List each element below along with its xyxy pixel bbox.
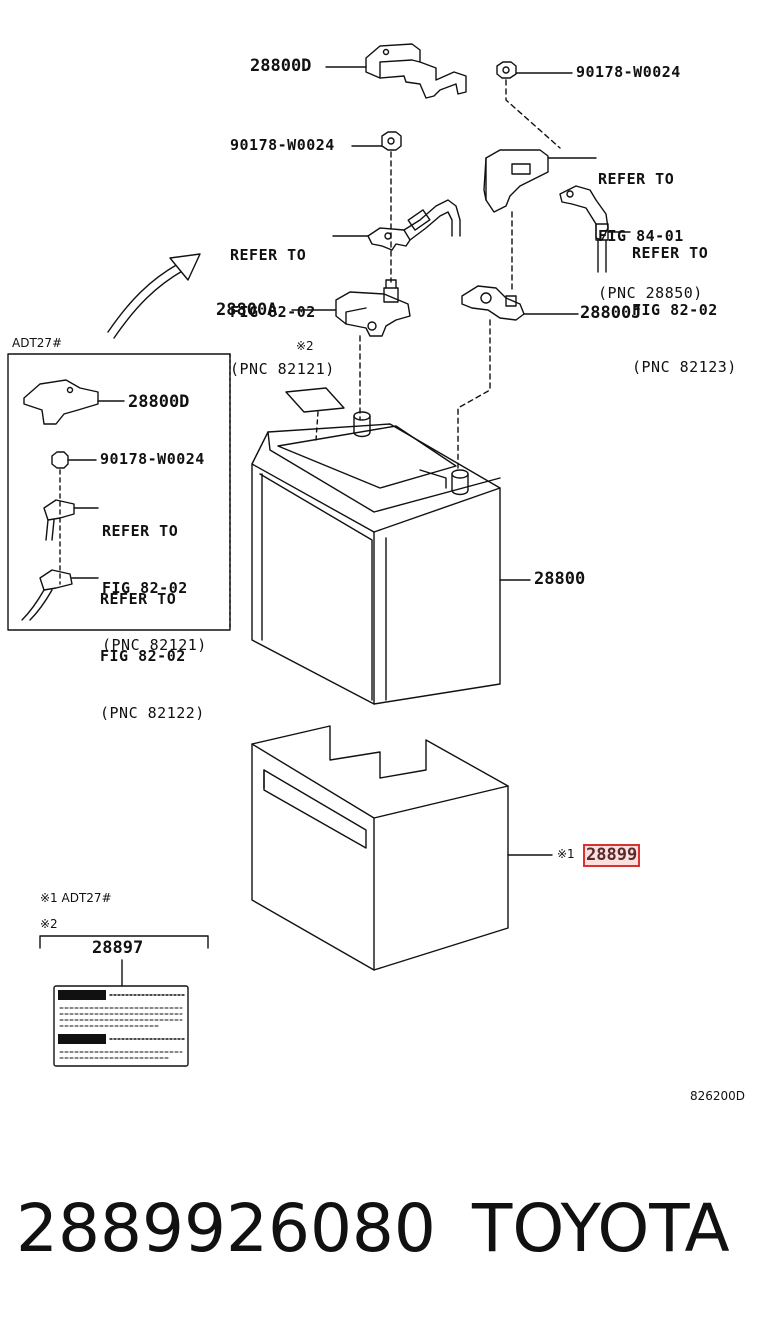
refer-line: (PNC 82123) [632,358,737,376]
caution-label-28897-icon [39,935,209,1067]
note-mark-2: ※2 [296,339,314,353]
inset-part-label-28800d[interactable]: 28800D [128,392,190,412]
battery-terminal-negative-icon [451,469,469,496]
refer-line: (PNC 82121) [102,636,207,654]
nut-right-icon [496,61,517,79]
part-label-nut-left[interactable]: 90178-W0024 [230,136,335,154]
note-mark-1: ※1 [557,847,575,861]
refer-fig-84-01[interactable]: REFER TO FIG 84-01 (PNC 28850) [598,132,703,322]
battery-28800-icon [251,411,501,705]
part-label-28800a[interactable]: 28800A [216,300,278,320]
refer-line: REFER TO [632,244,709,262]
battery-terminal-positive-icon [353,411,371,438]
nut-left-icon [381,131,402,151]
legend-note-1: ※1 ADT27# [40,891,112,905]
refer-line: (PNC 82121) [230,360,335,378]
inset-refer-82121[interactable]: REFER TO FIG 82-02 (PNC 82121) [102,484,207,674]
bracket-28850-icon [483,149,549,213]
refer-line: FIG 82-02 [102,579,188,597]
part-label-28800j[interactable]: 28800J [580,303,642,323]
inset-terminal-b-icon [21,569,73,621]
inset-terminal-a-icon [43,499,75,541]
part-label-28800[interactable]: 28800 [534,569,586,589]
refer-line: FIG 82-02 [100,647,186,665]
refer-line: (PNC 82122) [100,704,205,722]
refer-line: FIG 82-02 [230,303,316,321]
part-label-28899-highlighted[interactable]: 28899 [582,844,641,867]
footer-brand: TOYOTA [472,1190,730,1267]
inset-nut-icon [51,451,69,469]
terminal-82121-icon [367,199,461,251]
part-label-nut-right[interactable]: 90178-W0024 [576,63,681,81]
inset-tag: ADT27# [12,336,63,350]
inset-box-adt27 [7,353,231,631]
clamp-28800d-icon [365,43,467,99]
terminal-28800j-icon [461,285,525,321]
refer-line: REFER TO [102,522,179,540]
footer-part-number: 2889926080 [16,1190,436,1267]
refer-line: REFER TO [100,590,177,608]
direction-arrow-icon [107,253,201,339]
refer-fig-82-02-82123[interactable]: REFER TO FIG 82-02 (PNC 82123) [632,206,737,396]
inset-refer-82122[interactable]: REFER TO FIG 82-02 (PNC 82122) [100,552,205,742]
refer-fig-82-02-82121[interactable]: REFER TO FIG 82-02 (PNC 82121) [230,208,335,398]
legend-note-2: ※2 [40,917,58,931]
refer-line: (PNC 28850) [598,284,703,302]
warning-label-placement-icon [285,387,345,413]
terminal-28800a-icon [335,279,411,337]
part-label-28800d[interactable]: 28800D [250,56,312,76]
cable-82123-icon [559,185,609,273]
inset-clamp-icon [23,379,99,425]
diagram-id: 826200D [690,1089,746,1103]
part-label-28897[interactable]: 28897 [92,938,144,958]
battery-insulator-28899-icon [251,725,509,971]
inset-part-label-nut[interactable]: 90178-W0024 [100,450,205,468]
refer-line: FIG 82-02 [632,301,718,319]
refer-line: REFER TO [230,246,307,264]
refer-line: REFER TO [598,170,675,188]
refer-line: FIG 84-01 [598,227,684,245]
